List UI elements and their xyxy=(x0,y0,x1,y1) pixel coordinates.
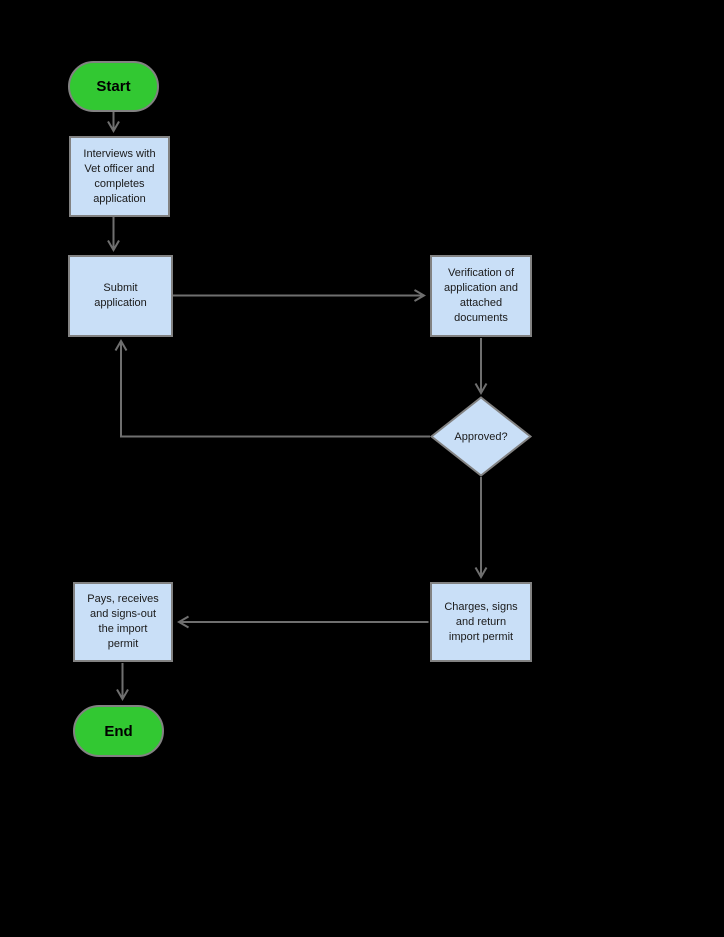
approved-decision-label-box: Approved? xyxy=(431,428,531,445)
charges-label: Charges, signs and return import permit xyxy=(444,600,518,643)
end-label: End xyxy=(104,722,133,740)
approved-label: Approved? xyxy=(454,430,508,443)
interview-label: Interviews with Vet officer and complete… xyxy=(83,147,156,205)
verification-node: Verification of application and attached… xyxy=(430,255,532,337)
connector-approved-to-submit xyxy=(114,339,430,438)
pays-label: Pays, receives and signs-out the import … xyxy=(87,593,159,650)
decision-diamond xyxy=(429,396,533,477)
start-node: Start xyxy=(68,61,159,112)
pays-node: Pays, receives and signs-out the import … xyxy=(73,582,173,662)
submit-application-node: Submit application xyxy=(68,255,173,337)
charges-node: Charges, signs and return import permit xyxy=(430,582,532,662)
start-label: Start xyxy=(96,78,131,95)
end-node: End xyxy=(73,705,164,757)
verification-label: Verification of application and attached… xyxy=(443,267,518,324)
submit-label: Submit application xyxy=(94,282,147,309)
interview-process-node: Interviews with Vet officer and complete… xyxy=(69,136,170,217)
